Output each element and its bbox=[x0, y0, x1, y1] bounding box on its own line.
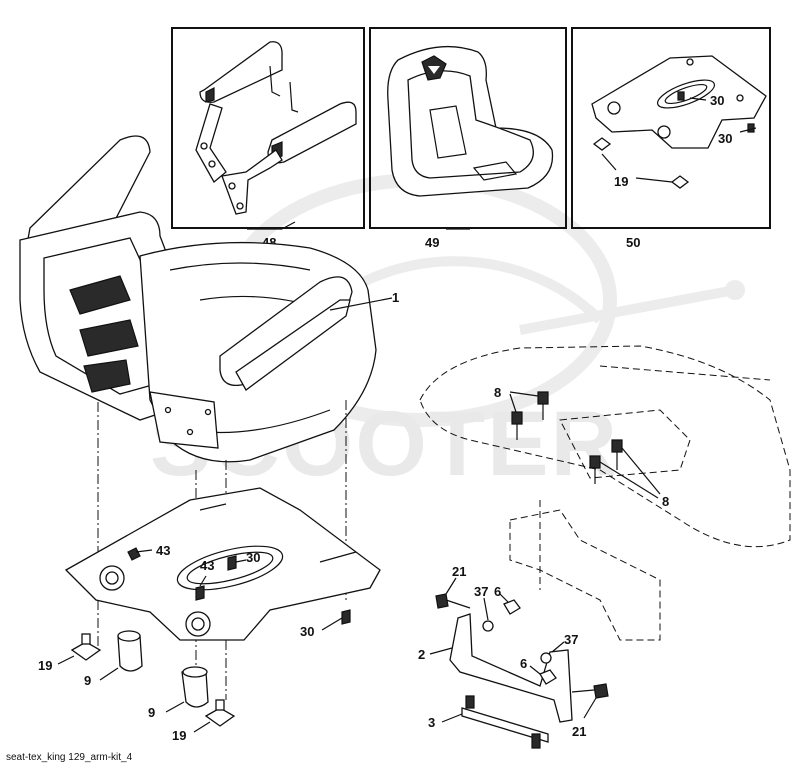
callout-21-top: 21 bbox=[452, 564, 466, 579]
callout-30-plate-center: 30 bbox=[246, 550, 260, 565]
callout-6-top: 6 bbox=[494, 584, 501, 599]
callout-1: 1 bbox=[392, 290, 399, 305]
callout-3: 3 bbox=[428, 715, 435, 730]
callout-6-right: 6 bbox=[520, 656, 527, 671]
seat-assembly: 1 bbox=[19, 135, 399, 463]
inset-box-seat-cushion: 49 bbox=[369, 27, 567, 250]
callout-30-plate-box-bottom: 30 bbox=[718, 131, 732, 146]
callout-8-top: 8 bbox=[494, 385, 501, 400]
fender-outline bbox=[419, 345, 791, 641]
callout-37-right: 37 bbox=[564, 632, 578, 647]
callout-30-plate-box-top: 30 bbox=[710, 93, 724, 108]
callout-43-center: 43 bbox=[200, 558, 214, 573]
inset-box-armrest-kit: 48 bbox=[171, 27, 365, 250]
inset-box-seat-plate: 30 30 19 50 bbox=[571, 27, 771, 250]
knobs-and-bumpers: 19 9 9 19 bbox=[38, 630, 236, 743]
callout-30-plate-right: 30 bbox=[300, 624, 314, 639]
callout-43-left: 43 bbox=[156, 543, 170, 558]
callout-49: 49 bbox=[425, 235, 439, 250]
callout-8-right: 8 bbox=[662, 494, 669, 509]
bolts-8: 8 8 bbox=[494, 385, 669, 509]
seat-plate: 43 30 43 30 bbox=[64, 487, 381, 641]
callout-9-left: 9 bbox=[84, 673, 91, 688]
callout-19-left: 19 bbox=[38, 658, 52, 673]
diagram-caption: seat-tex_king 129_arm-kit_4 bbox=[6, 752, 133, 763]
callout-50: 50 bbox=[626, 235, 640, 250]
bracket-assembly: 2 3 21 37 6 37 6 21 bbox=[418, 564, 609, 749]
callout-2: 2 bbox=[418, 647, 425, 662]
callout-19-right: 19 bbox=[172, 728, 186, 743]
callout-21-bottom: 21 bbox=[572, 724, 586, 739]
callout-9-right: 9 bbox=[148, 705, 155, 720]
callout-19-plate-box: 19 bbox=[614, 174, 628, 189]
callout-37-top: 37 bbox=[474, 584, 488, 599]
